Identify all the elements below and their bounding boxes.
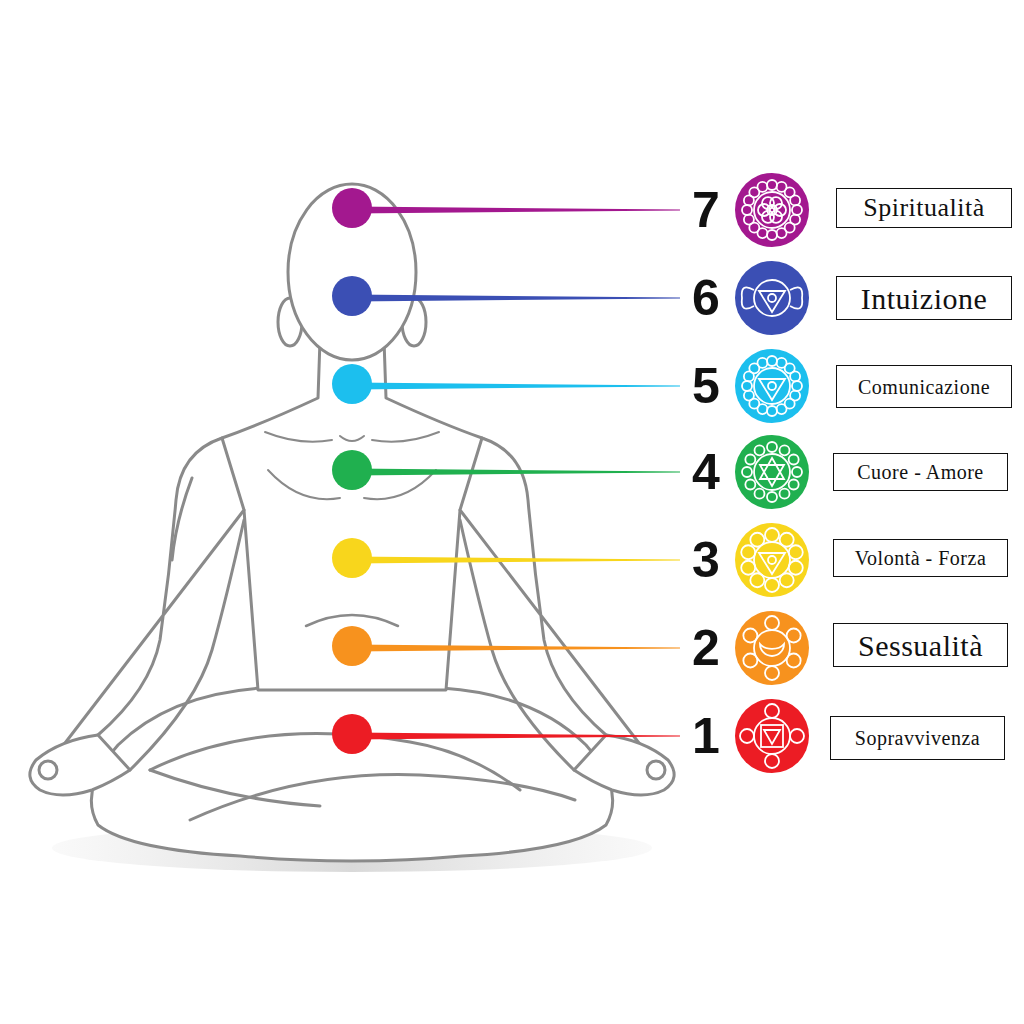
chakra-symbol — [735, 261, 809, 335]
meditating-figure — [30, 184, 674, 861]
chakra-symbol — [735, 611, 809, 685]
chakra-symbol — [735, 523, 809, 597]
leader-line — [352, 557, 680, 564]
chakra-symbol — [735, 349, 809, 423]
chakra-label: Cuore - Amore — [857, 461, 983, 483]
leader-line — [352, 469, 680, 476]
leader-line — [352, 645, 680, 652]
chakra-dot — [332, 450, 372, 490]
label-box: Sessualità — [833, 623, 1008, 667]
chakra-label: Spiritualità — [863, 194, 985, 223]
chakra-dot — [332, 714, 372, 754]
leader-line — [352, 733, 680, 740]
leader-line — [352, 295, 680, 302]
callout-number: 6 — [686, 273, 726, 323]
chakra-label: Volontà - Forza — [855, 547, 987, 569]
chakra-label: Intuizione — [861, 282, 988, 315]
chakra-dot — [332, 188, 372, 228]
chakra-label: Sessualità — [858, 629, 983, 662]
label-box: Comunicazione — [836, 365, 1012, 408]
leader-line — [352, 207, 680, 214]
leader-line — [352, 383, 680, 390]
callout-number: 7 — [686, 185, 726, 235]
label-box: Volontà - Forza — [833, 539, 1008, 577]
chakra-dot — [332, 276, 372, 316]
chakra-label: Sopravvivenza — [855, 727, 980, 749]
callout-number: 2 — [686, 623, 726, 673]
callout-number: 3 — [686, 535, 726, 585]
chakra-symbol — [735, 173, 809, 247]
chakra-symbol — [735, 699, 809, 773]
callout-number: 5 — [686, 361, 726, 411]
chakra-dot — [332, 364, 372, 404]
label-box: Intuizione — [836, 276, 1012, 320]
label-box: Sopravvivenza — [830, 716, 1005, 760]
callout-number: 4 — [686, 447, 726, 497]
label-box: Spiritualità — [836, 188, 1012, 228]
callout-number: 1 — [686, 711, 726, 761]
chakra-label: Comunicazione — [858, 376, 990, 398]
chakra-symbol — [735, 435, 809, 509]
chakra-dot — [332, 626, 372, 666]
chakra-dot — [332, 538, 372, 578]
label-box: Cuore - Amore — [833, 453, 1008, 491]
